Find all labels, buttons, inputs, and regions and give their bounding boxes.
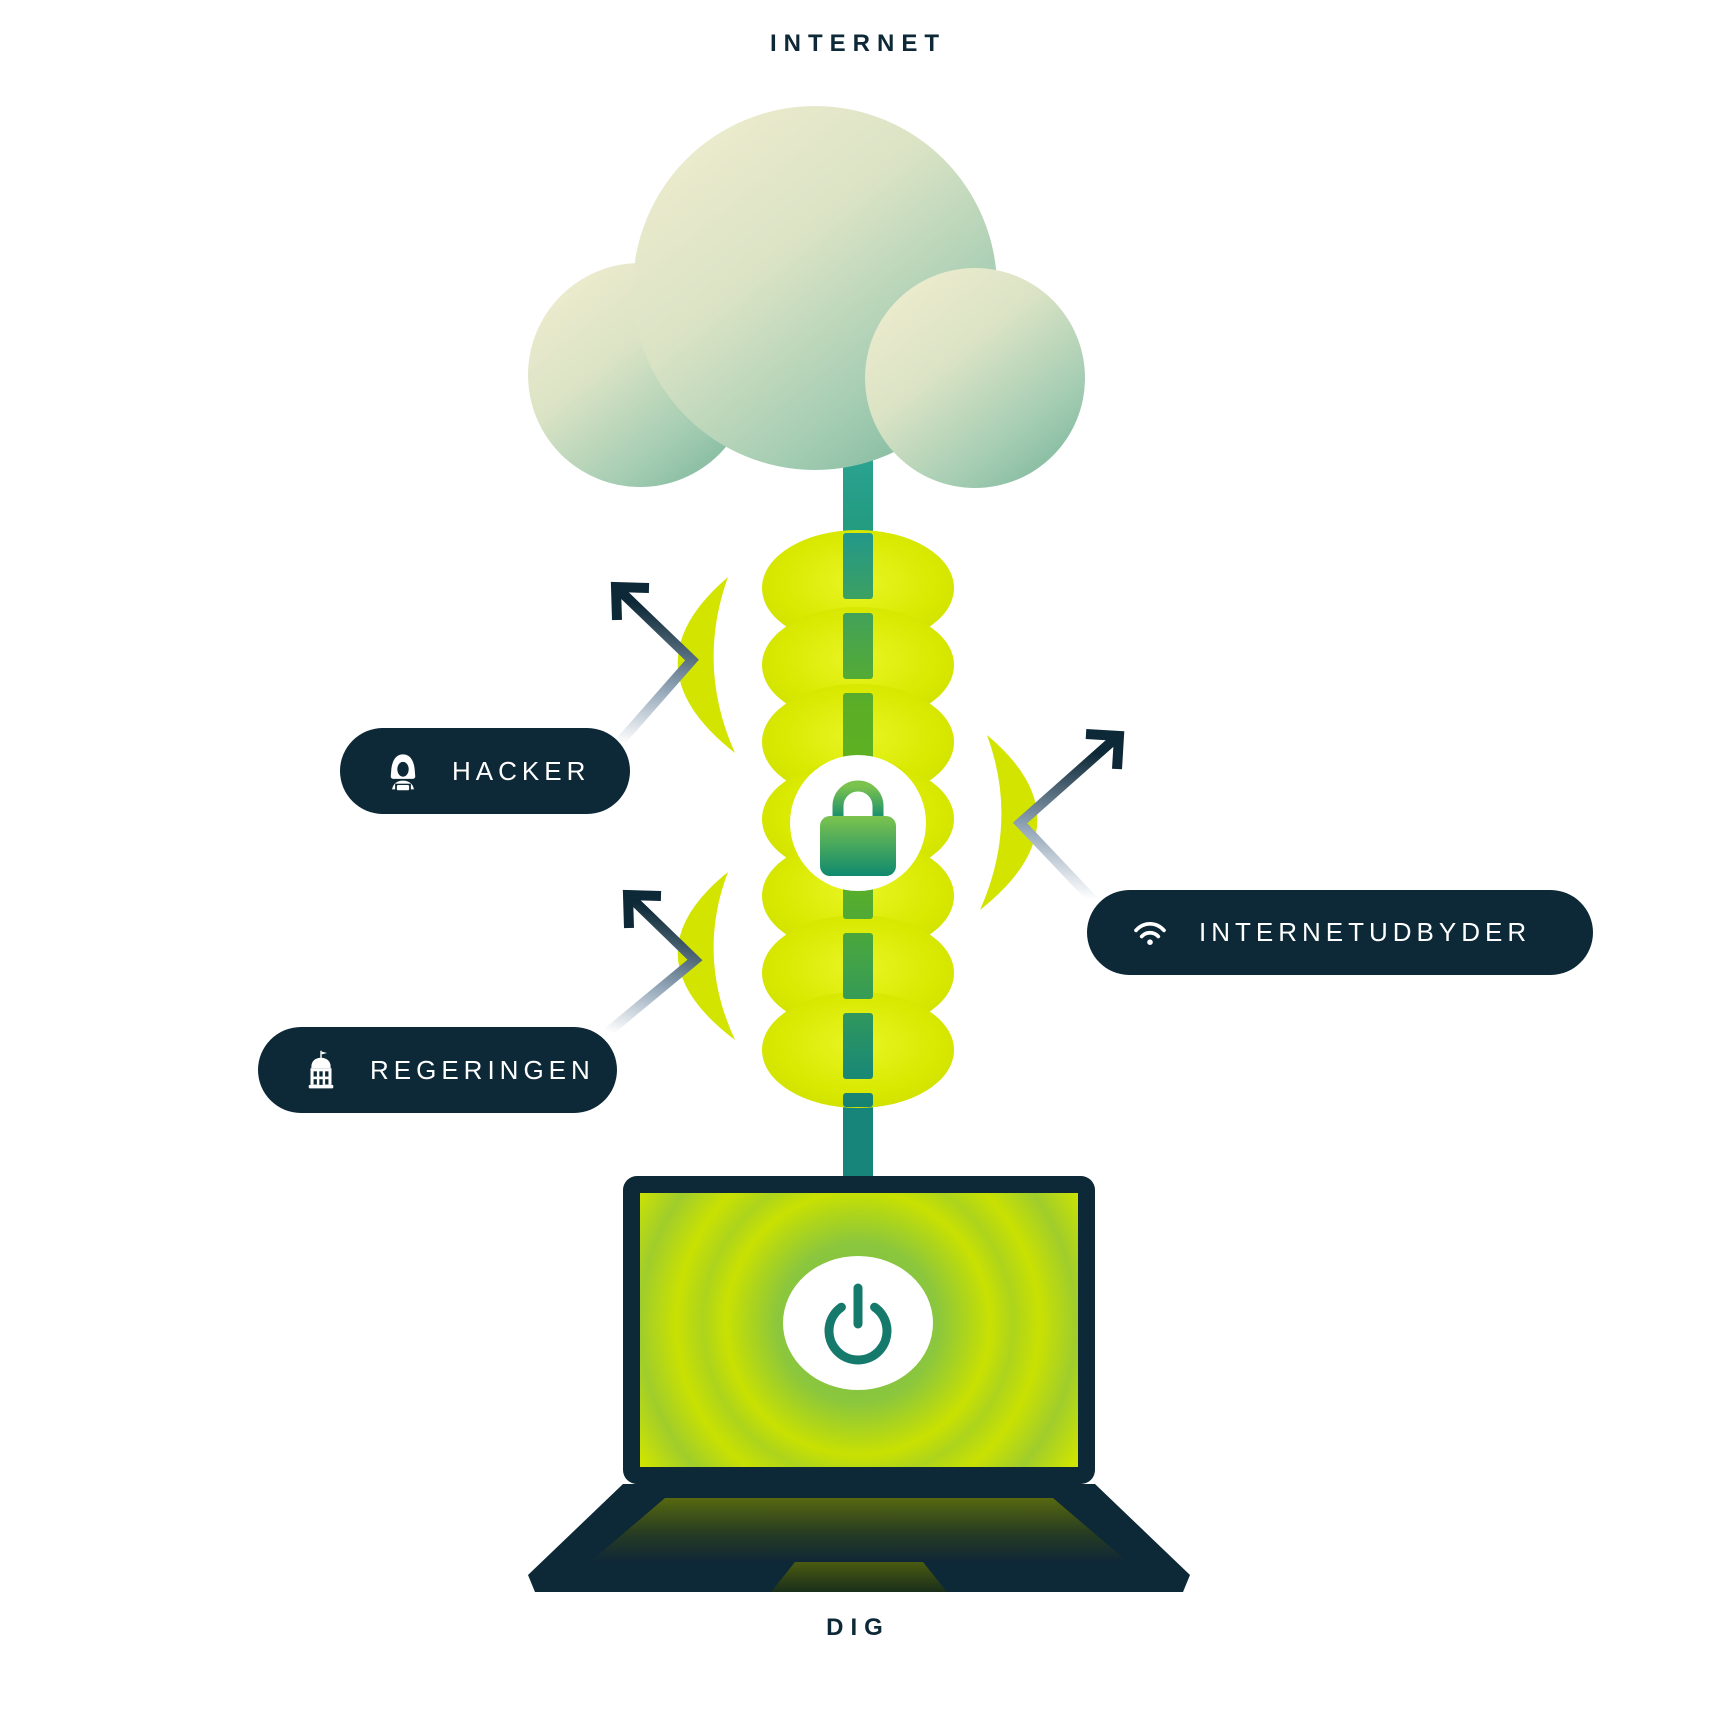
laptop-device <box>528 1176 1190 1592</box>
isp-arrowhead <box>1085 729 1125 770</box>
internet-label: INTERNET <box>770 30 946 57</box>
lock-badge <box>790 755 926 891</box>
isp-blocked-arrow <box>1012 732 1122 904</box>
hacker-pill: HACKER <box>340 728 630 814</box>
blocked-arrows <box>604 581 1125 1036</box>
padlock-icon <box>820 780 896 876</box>
isp-pill: INTERNETUDBYDER <box>1087 890 1593 975</box>
government-blocked-arrow <box>604 891 703 1036</box>
wifi-icon <box>1134 921 1166 945</box>
government-building-icon <box>308 1050 334 1089</box>
isp-pill-label: INTERNETUDBYDER <box>1199 917 1532 947</box>
laptop-touchpad <box>771 1562 947 1592</box>
hacker-arrowhead <box>610 581 650 621</box>
you-label: DIG <box>826 1614 890 1641</box>
crescent-isp-deflect <box>980 735 1038 910</box>
connection-stem-bottom <box>843 1100 873 1182</box>
hacker-blocked-arrow <box>612 583 699 747</box>
hooded-hacker-icon <box>390 754 416 791</box>
deflection-crescents <box>677 577 1038 1040</box>
crescent-hacker-deflect <box>677 577 735 753</box>
cloud-lobe-right <box>865 268 1085 488</box>
internet-cloud <box>528 106 1085 488</box>
government-pill-label: REGERINGEN <box>370 1054 595 1085</box>
power-icon <box>824 1283 892 1365</box>
hacker-pill-label: HACKER <box>452 755 591 786</box>
crescent-government-deflect <box>677 872 735 1040</box>
government-pill: REGERINGEN <box>258 1027 617 1113</box>
government-arrowhead <box>622 889 662 929</box>
laptop-keyboard <box>590 1498 1128 1562</box>
